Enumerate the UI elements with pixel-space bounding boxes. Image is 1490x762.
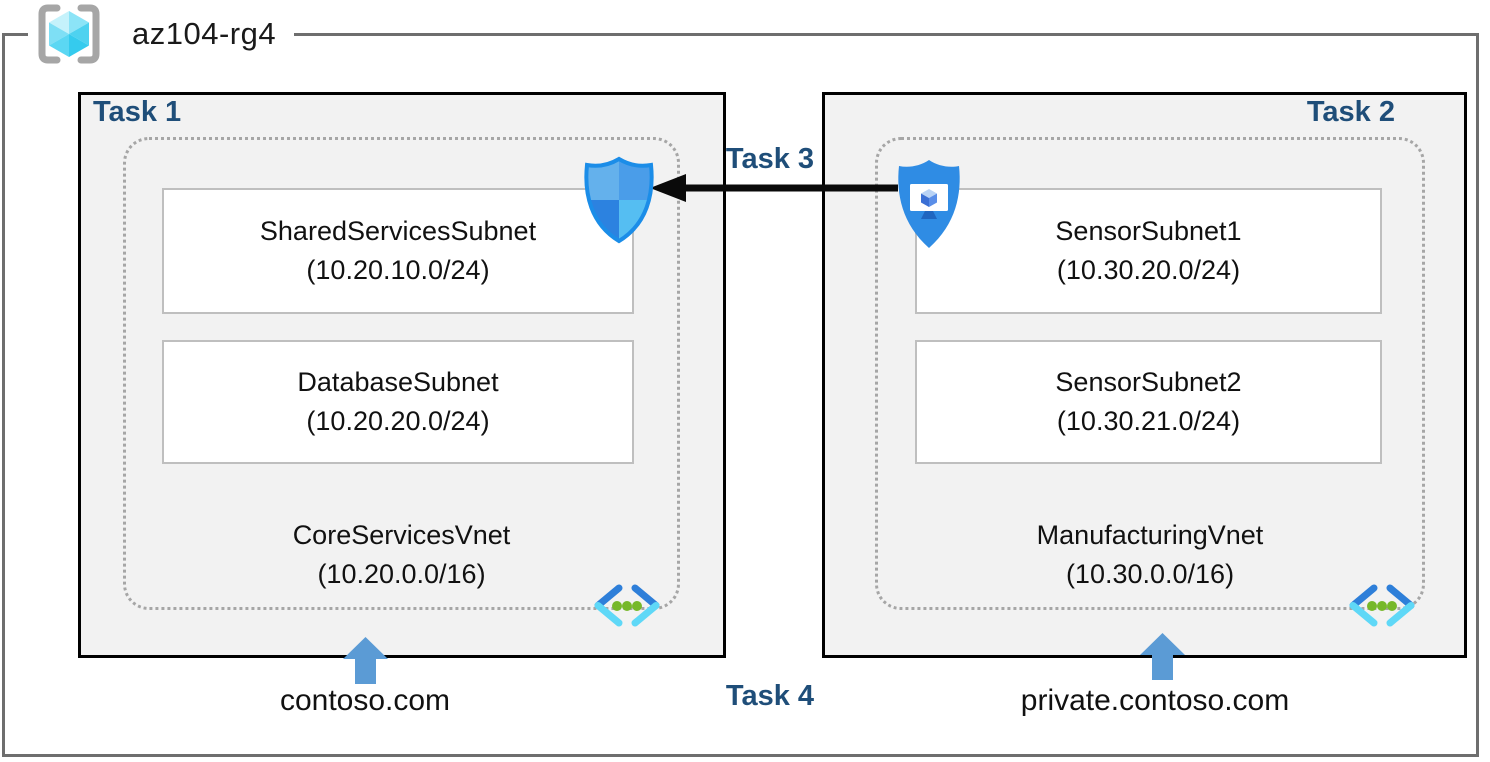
application-security-group-icon [896, 158, 962, 250]
subnet-cidr: (10.30.20.0/24) [1056, 255, 1241, 285]
vnet-name: ManufacturingVnet [1036, 520, 1264, 550]
sensor-subnet2-box: SensorSubnet2 (10.30.21.0/24) [915, 340, 1382, 464]
manufacturing-vnet-boundary [875, 137, 1425, 610]
dns-up-arrow-icon [343, 637, 388, 684]
resource-group-name: az104-rg4 [132, 16, 277, 51]
task3-label: Task 3 [725, 143, 815, 175]
private-dns-zone-label: private.contoso.com [1020, 684, 1290, 717]
virtual-network-icon [591, 583, 663, 628]
task3-peering-arrow [648, 171, 900, 205]
resource-group-header: az104-rg4 [28, 2, 295, 66]
resource-group-icon [32, 3, 106, 65]
virtual-network-icon [1346, 583, 1418, 628]
subnet-name: SharedServicesSubnet [259, 216, 537, 246]
task4-label: Task 4 [725, 680, 815, 712]
database-subnet-box: DatabaseSubnet (10.20.20.0/24) [162, 340, 634, 464]
vnet-cidr: (10.30.0.0/16) [1065, 559, 1235, 589]
dns-up-arrow-icon [1140, 633, 1185, 680]
sensor-subnet1-box: SensorSubnet1 (10.30.20.0/24) [915, 188, 1382, 314]
subnet-cidr: (10.20.20.0/24) [306, 406, 490, 436]
resource-group-border [2, 33, 1479, 757]
vnet-name: CoreServicesVnet [292, 520, 511, 550]
subnet-name: SensorSubnet2 [1055, 367, 1242, 397]
network-security-group-icon [583, 156, 655, 244]
core-services-vnet-boundary [123, 137, 680, 610]
manufacturing-vnet-label: ManufacturingVnet (10.30.0.0/16) [875, 516, 1425, 594]
shared-services-subnet-box: SharedServicesSubnet (10.20.10.0/24) [162, 188, 634, 314]
vnet-cidr: (10.20.0.0/16) [317, 559, 486, 589]
subnet-name: DatabaseSubnet [297, 367, 499, 397]
subnet-cidr: (10.30.21.0/24) [1056, 406, 1241, 436]
task1-label: Task 1 [93, 96, 182, 128]
subnet-name: SensorSubnet1 [1055, 216, 1242, 246]
task2-label: Task 2 [1306, 96, 1395, 128]
core-services-vnet-label: CoreServicesVnet (10.20.0.0/16) [123, 516, 680, 594]
public-dns-zone-label: contoso.com [279, 684, 451, 717]
subnet-cidr: (10.20.10.0/24) [306, 255, 490, 285]
